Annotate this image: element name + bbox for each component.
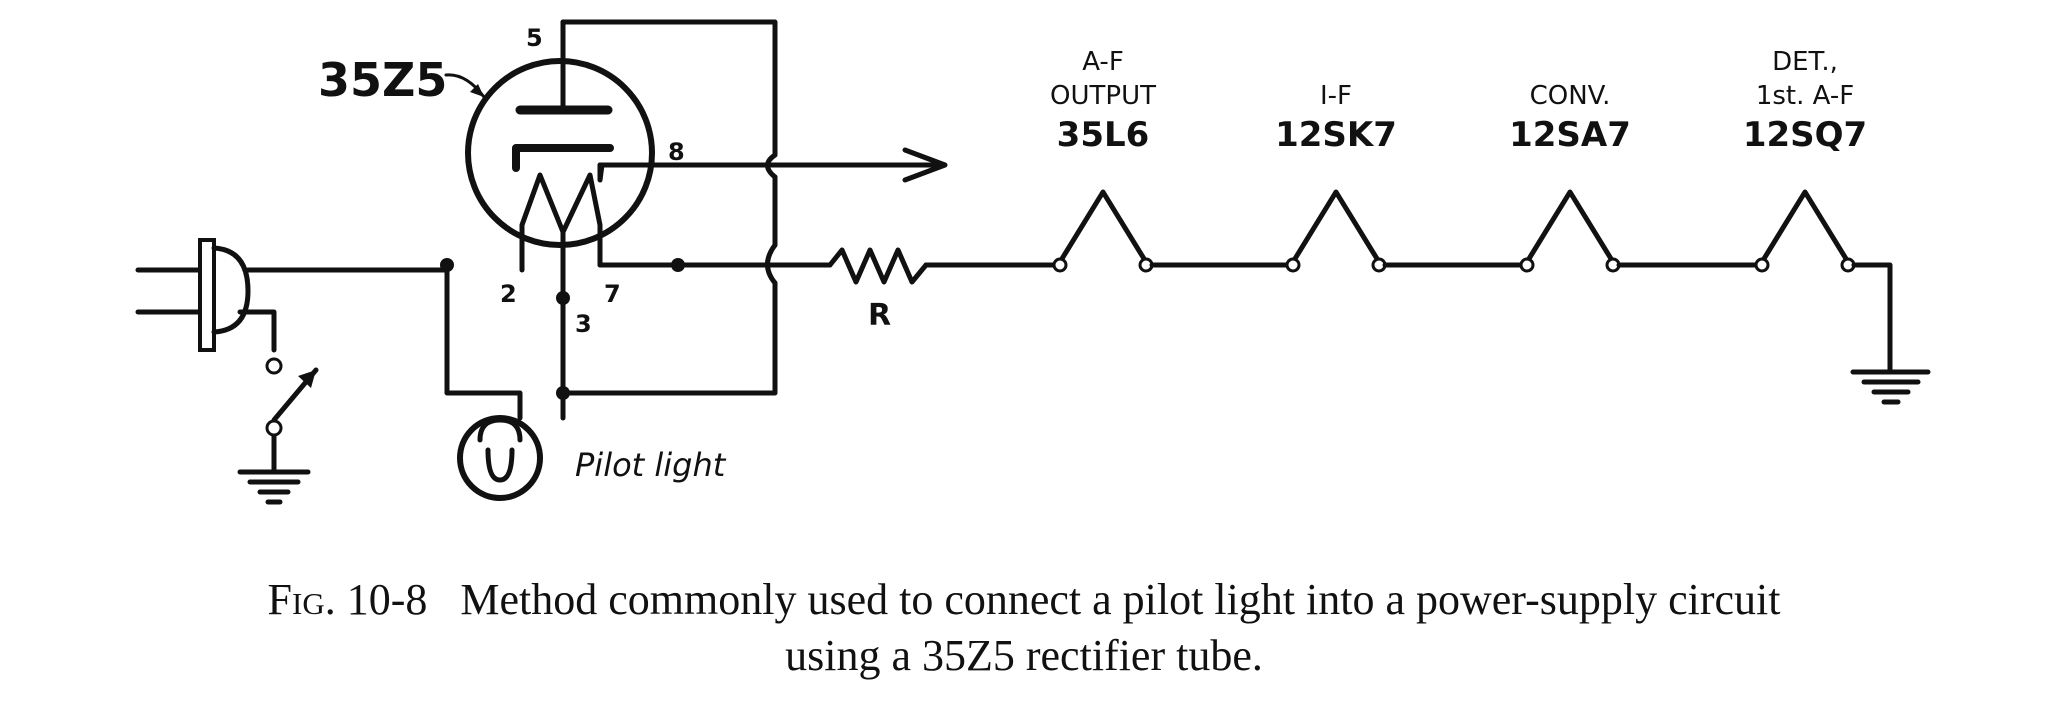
switch-terminal-top (265, 357, 283, 375)
pin3-label: 3 (575, 310, 592, 338)
output-arrow (902, 147, 948, 183)
tube-label-line1: A-F (1082, 47, 1124, 77)
heater-terminal-in (1052, 257, 1068, 273)
heater-filament (1524, 189, 1616, 265)
heater-terminal-in (1754, 257, 1770, 273)
heater-string: A-F OUTPUT 35L6 I-F 12SK7 CONV. 12SA7 DET., 1st.… (1050, 47, 1867, 273)
figure-number: Fig. 10-8 (267, 575, 428, 624)
type-pointer-arrow (470, 84, 484, 97)
pin5-label: 5 (526, 24, 543, 52)
switch-arrow (298, 370, 316, 388)
switch-terminal-bottom (265, 419, 283, 437)
pin8-label: 8 (668, 138, 685, 166)
tube-label-line2: I-F (1320, 81, 1352, 111)
heater-filament (1759, 189, 1851, 265)
caption-line-1: Method commonly used to connect a pilot … (460, 575, 1781, 624)
figure-caption: Fig. 10-8 Method commonly used to connec… (0, 572, 2048, 684)
tube-label-line2: 1st. A-F (1756, 81, 1854, 111)
tube-type-label: 12SA7 (1509, 115, 1631, 155)
pin2-label: 2 (500, 280, 517, 308)
resistor-label: R (868, 298, 891, 333)
heater-terminal-in (1285, 257, 1301, 273)
ground-symbol-left (237, 469, 311, 505)
pin5-wire-bottom (560, 280, 778, 396)
ground-wire-right (1851, 262, 1893, 373)
caption-line-2: using a 35Z5 rectifier tube. (785, 631, 1263, 680)
resistor-r (827, 247, 929, 285)
pin5-wire (560, 19, 778, 158)
heater-filament (1290, 189, 1382, 265)
pilot-light-label: Pilot light (575, 446, 727, 484)
tube-type-label: 35L6 (1057, 115, 1150, 155)
tube-type-label: 12SQ7 (1743, 115, 1867, 155)
tube-label-line2: CONV. (1530, 81, 1611, 111)
ac-plug (135, 238, 251, 352)
switch-wire (237, 309, 277, 353)
heater-terminal-in (1519, 257, 1535, 273)
tube-type-label: 12SK7 (1275, 115, 1397, 155)
ground-symbol-right (1850, 369, 1931, 405)
pin7-label: 7 (604, 280, 621, 308)
heater-filament (1057, 189, 1149, 265)
rectifier-tube (465, 19, 753, 396)
tube-label-line1: DET., (1772, 47, 1838, 77)
junction-pin3 (556, 291, 570, 305)
rectifier-type-label: 35Z5 (318, 53, 447, 107)
pilot-wire-left (444, 262, 523, 421)
pilot-light (457, 415, 543, 501)
tube-label-line2: OUTPUT (1050, 81, 1156, 111)
